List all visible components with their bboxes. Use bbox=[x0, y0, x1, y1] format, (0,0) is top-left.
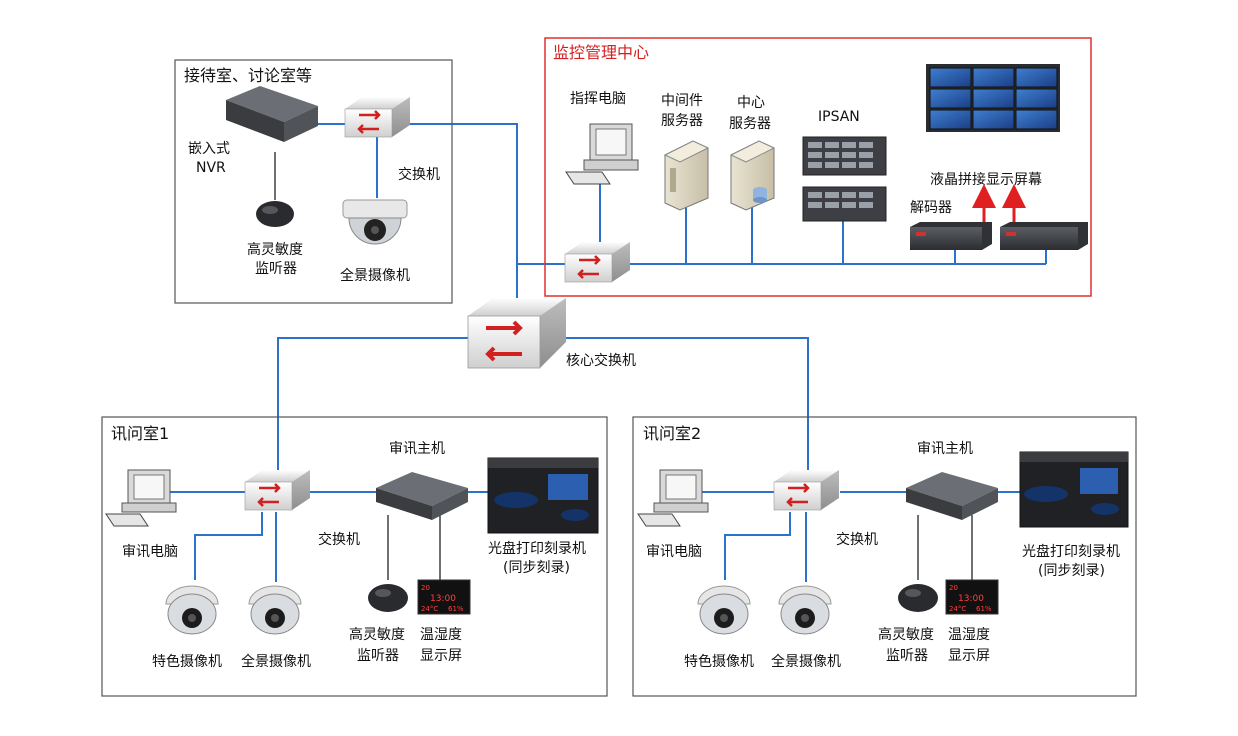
ipsan-storage-icon bbox=[802, 136, 887, 222]
room2-host-label: 审讯主机 bbox=[917, 441, 973, 457]
middleware-label-line2: 服务器 bbox=[661, 113, 703, 129]
central-server-label-line1: 中心 bbox=[737, 95, 765, 111]
ipsan-label: IPSAN bbox=[818, 109, 860, 125]
microphone-icon bbox=[256, 201, 294, 227]
decoder-arrows bbox=[972, 184, 1026, 222]
nvr-device-icon bbox=[226, 86, 318, 142]
room1-burner-line2: (同步刻录) bbox=[503, 560, 570, 576]
room1-switch-icon bbox=[244, 470, 310, 511]
decoder-unit-icon bbox=[910, 222, 992, 250]
desktop-computer-icon bbox=[565, 123, 639, 185]
room2-th-line2: 显示屏 bbox=[948, 648, 990, 664]
reception-title: 接待室、讨论室等 bbox=[184, 66, 312, 85]
room2-title: 讯问室2 bbox=[643, 424, 701, 443]
th-temp-readout: 24°C bbox=[421, 605, 438, 613]
th-humidity-readout: 61% bbox=[976, 605, 992, 613]
central-server-label-line2: 服务器 bbox=[729, 116, 771, 132]
room1-special-camera-label: 特色摄像机 bbox=[152, 653, 222, 670]
room2-box bbox=[632, 416, 1137, 697]
th-humidity-readout: 61% bbox=[448, 605, 464, 613]
reception-area-box bbox=[174, 59, 453, 304]
middleware-server-icon bbox=[663, 140, 710, 211]
room1-pc-label: 审讯电脑 bbox=[122, 544, 178, 560]
dome-camera-icon bbox=[248, 585, 302, 635]
interrogation-host-icon bbox=[376, 472, 468, 520]
room2-special-camera-label: 特色摄像机 bbox=[684, 653, 754, 670]
monitoring-center-box bbox=[544, 37, 1092, 297]
room1-mic-line2: 监听器 bbox=[357, 648, 399, 664]
th-time-readout: 13:00 bbox=[958, 594, 984, 604]
room1-title: 讯问室1 bbox=[111, 424, 169, 443]
disc-burner-icon bbox=[487, 457, 599, 534]
room2-mic-line2: 监听器 bbox=[886, 648, 928, 664]
dome-camera-icon bbox=[778, 585, 832, 635]
room2-th-line1: 温湿度 bbox=[948, 627, 990, 643]
reception-camera-label: 全景摄像机 bbox=[340, 267, 410, 284]
command-pc-label: 指挥电脑 bbox=[570, 91, 626, 107]
reception-mic-line1: 高灵敏度 bbox=[247, 241, 303, 258]
th-date-readout: 20 bbox=[949, 584, 958, 592]
decoder-unit-icon bbox=[1000, 222, 1088, 250]
video-wall-label: 液晶拼接显示屏幕 bbox=[930, 171, 1042, 188]
room1-mic-line1: 高灵敏度 bbox=[349, 626, 405, 643]
core-switch-icon bbox=[467, 298, 566, 369]
decoder-label: 解码器 bbox=[910, 200, 952, 216]
network-links bbox=[170, 123, 1047, 582]
interrogation-pc-icon bbox=[105, 469, 177, 527]
room1-box bbox=[101, 416, 608, 697]
room2-mic-line1: 高灵敏度 bbox=[878, 626, 934, 643]
room1-th-line2: 显示屏 bbox=[420, 648, 462, 664]
nvr-label-line2: NVR bbox=[196, 160, 226, 176]
room2-burner-line2: (同步刻录) bbox=[1038, 563, 1105, 579]
room2-pc-label: 审讯电脑 bbox=[646, 544, 702, 560]
middleware-label-line1: 中间件 bbox=[661, 93, 703, 109]
th-date-readout: 20 bbox=[421, 584, 430, 592]
room1-th-line1: 温湿度 bbox=[420, 627, 462, 643]
video-wall-icon bbox=[926, 64, 1060, 132]
reception-switch-icon bbox=[344, 97, 410, 138]
nvr-label-line1: 嵌入式 bbox=[188, 141, 230, 157]
room1-burner-line1: 光盘打印刻录机 bbox=[488, 540, 586, 557]
dome-camera-icon bbox=[697, 585, 751, 635]
dome-camera-icon bbox=[165, 585, 219, 635]
temperature-humidity-display-icon: 20 13:00 24°C 61% bbox=[945, 579, 999, 615]
microphone-icon bbox=[368, 584, 408, 612]
room2-burner-line1: 光盘打印刻录机 bbox=[1022, 543, 1120, 560]
th-temp-readout: 24°C bbox=[949, 605, 966, 613]
room2-switch-label: 交换机 bbox=[836, 531, 878, 548]
center-title: 监控管理中心 bbox=[553, 43, 649, 62]
central-server-icon bbox=[729, 140, 776, 211]
dome-camera-icon bbox=[342, 199, 408, 245]
core-switch-label: 核心交换机 bbox=[566, 352, 636, 369]
reception-mic-line2: 监听器 bbox=[255, 261, 297, 277]
interrogation-host-icon bbox=[906, 472, 998, 520]
room2-switch-icon bbox=[773, 470, 839, 511]
room1-host-label: 审讯主机 bbox=[389, 441, 445, 457]
interrogation-pc-icon bbox=[637, 469, 709, 527]
room2-panoramic-camera-label: 全景摄像机 bbox=[771, 653, 841, 670]
th-time-readout: 13:00 bbox=[430, 594, 456, 604]
room1-switch-label: 交换机 bbox=[318, 531, 360, 548]
center-switch-icon bbox=[564, 242, 630, 283]
disc-burner-icon bbox=[1019, 451, 1129, 528]
reception-switch-label: 交换机 bbox=[398, 166, 440, 183]
room1-panoramic-camera-label: 全景摄像机 bbox=[241, 653, 311, 670]
microphone-icon bbox=[898, 584, 938, 612]
temperature-humidity-display-icon: 20 13:00 24°C 61% bbox=[417, 579, 471, 615]
